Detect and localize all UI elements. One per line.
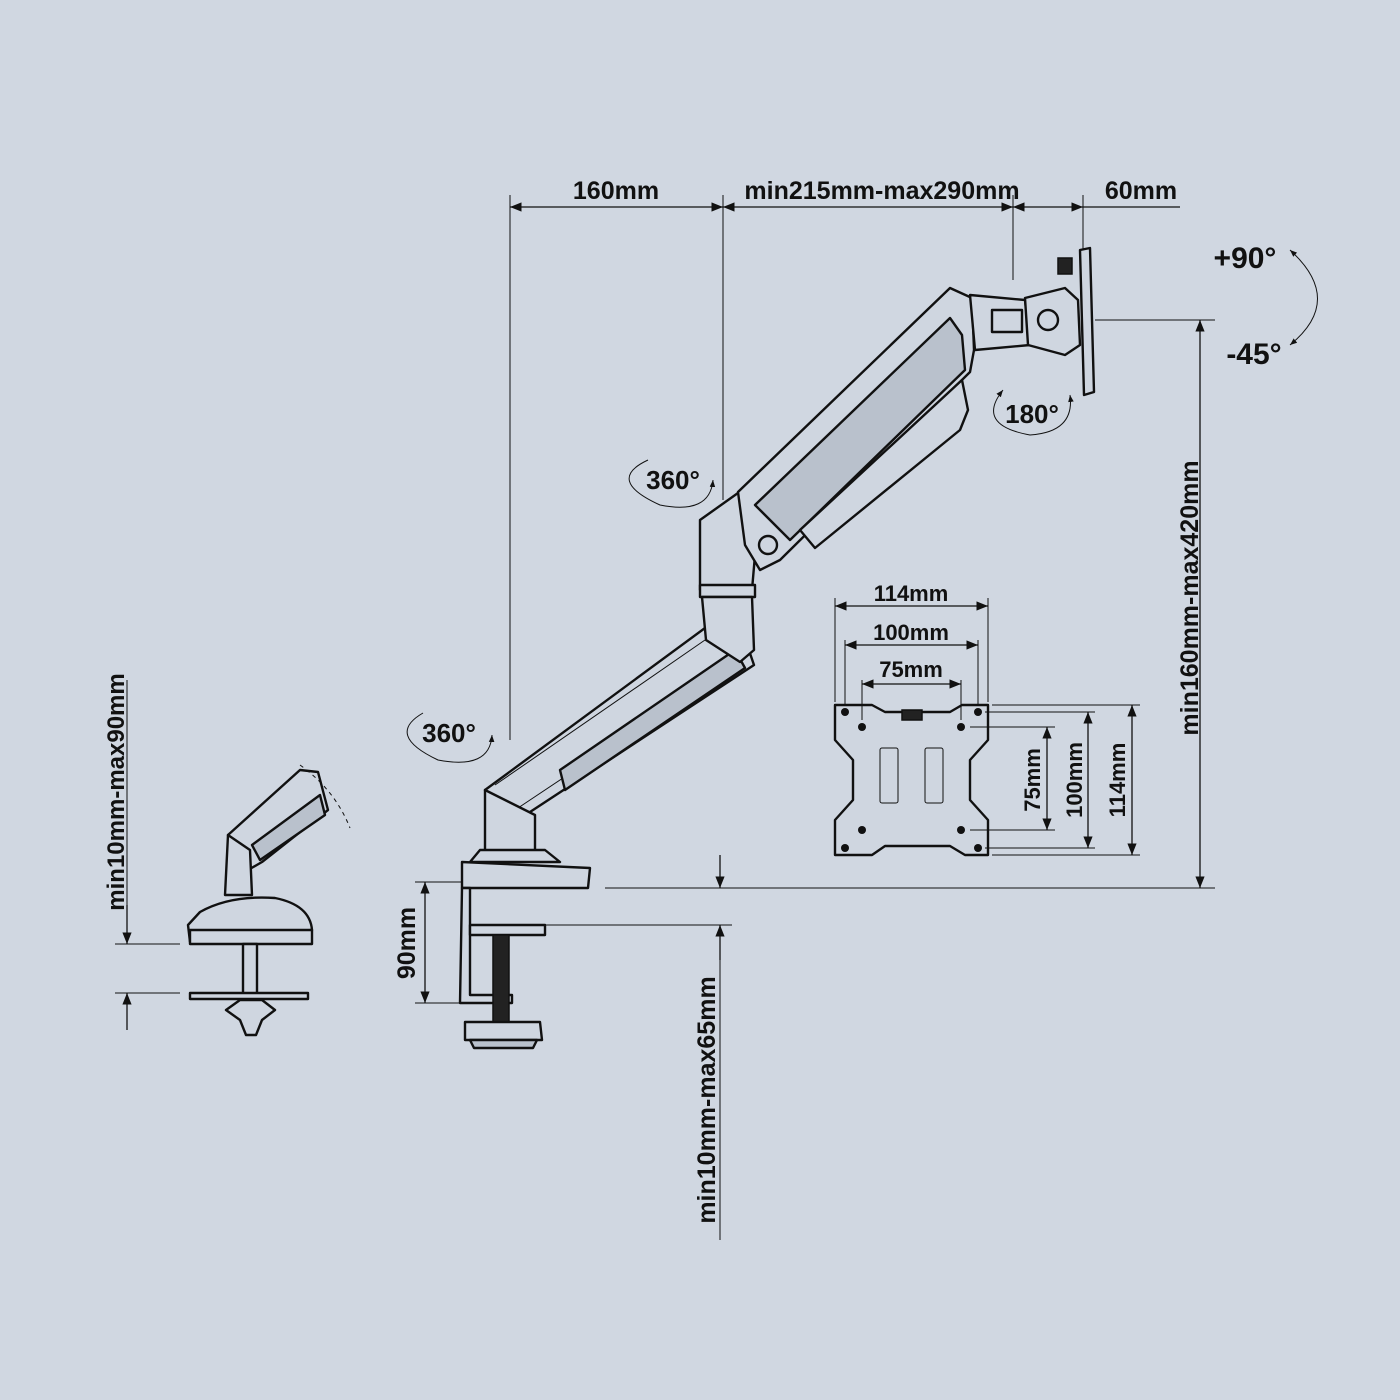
clamp-dimension-lines [415, 855, 732, 1240]
wing-nut [224, 998, 277, 1037]
grommet-mount-detail [115, 680, 351, 1037]
top-dim-right-label: 60mm [1105, 177, 1177, 205]
clamp-depth-label: 90mm [393, 907, 421, 979]
base-plate [460, 860, 592, 890]
head-swivel-label: 180° [1005, 399, 1059, 429]
lower-rotation-label: 360° [422, 718, 476, 748]
top-dim-left-label: 160mm [573, 177, 659, 205]
monitor-arm [458, 246, 1096, 1050]
tilt-arc [1289, 249, 1318, 346]
vesa-height-100-label: 100mm [1062, 742, 1087, 818]
upper-rotation-arc [628, 459, 716, 508]
vesa-width-114-label: 114mm [874, 581, 949, 606]
grommet-range-label: min10mm-max90mm [103, 673, 130, 910]
upper-rotation-label: 360° [646, 465, 700, 495]
head-swivel-arc [993, 389, 1074, 436]
vesa-height-114-label: 114mm [1105, 743, 1130, 818]
height-range-label: min160mm-max420mm [1176, 460, 1204, 735]
vesa-mount-plate [1078, 246, 1096, 397]
clamp-screw [492, 934, 510, 1024]
top-dimension-lines [509, 195, 1180, 740]
vesa-height-75-label: 75mm [1020, 748, 1045, 812]
vesa-width-100-label: 100mm [873, 620, 949, 645]
grommet-post [241, 942, 259, 998]
vesa-plate-detail [833, 598, 1140, 857]
grommet-plate [188, 991, 310, 1001]
vesa-width-75-label: 75mm [879, 657, 943, 682]
height-dimension [605, 319, 1215, 889]
vesa-plate [833, 703, 990, 857]
clamp-range-label: min10mm-max65mm [693, 976, 721, 1223]
tilt-down-label: -45° [1226, 338, 1281, 371]
top-dim-mid-label: min215mm-max290mm [744, 177, 1019, 205]
lower-arm [483, 626, 756, 820]
lower-rotation-arc [406, 712, 495, 763]
clamp-knob [463, 1020, 544, 1042]
tilt-up-label: +90° [1214, 242, 1277, 275]
